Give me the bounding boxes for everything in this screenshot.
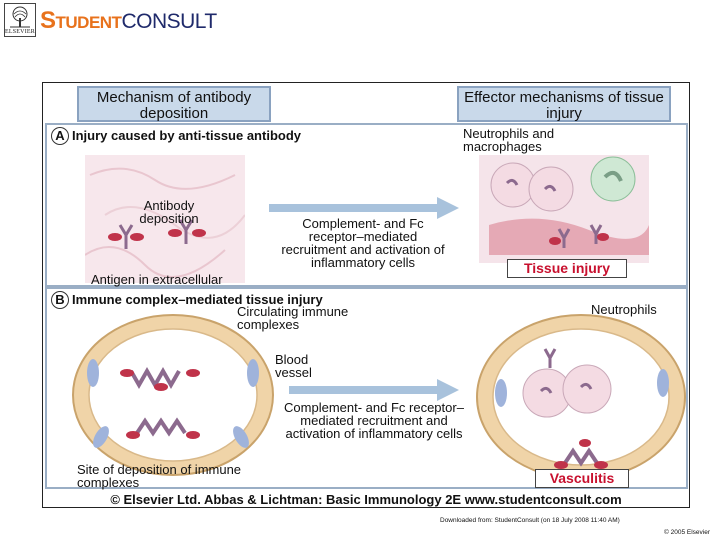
panel-b-title: Immune complex–mediated tissue injury — [72, 292, 323, 307]
download-notice: Downloaded from: StudentConsult (on 18 J… — [440, 517, 620, 524]
left-column-header: Mechanism of antibody deposition — [77, 86, 271, 122]
antibody-deposition-label: Antibody deposition — [139, 198, 199, 226]
arrow-b — [289, 379, 459, 401]
figure-caption: © Elsevier Ltd. Abbas & Lichtman: Basic … — [110, 492, 622, 507]
figure-frame: Mechanism of antibody deposition Effecto… — [42, 82, 690, 508]
panel-a-marker: A — [51, 127, 69, 145]
brand-consult: CONSULT — [121, 10, 217, 33]
tree-icon — [10, 6, 30, 28]
circulating-complexes-label: Circulating immune complexes — [237, 304, 349, 332]
copyright-notice: © 2005 Elsevier — [664, 529, 710, 536]
tissue-injury-outcome: Tissue injury — [507, 259, 627, 278]
deposited-immune-complexes — [126, 417, 200, 439]
right-column-header: Effector mechanisms of tissue injury — [457, 86, 671, 122]
student-consult-brand: StudentCONSULT — [40, 8, 217, 35]
tissue-fibers-left — [84, 167, 246, 278]
antibody-complex-2 — [168, 219, 206, 244]
panel-b-arrow-label: Complement- and Fc receptor–mediated rec… — [284, 400, 464, 441]
tissue-matrix-left — [84, 155, 246, 283]
deposition-site-label: Site of deposition of immune complexes — [77, 462, 242, 490]
effector-cells-a — [489, 156, 649, 255]
tissue-injury-tile — [479, 155, 649, 263]
vasculitis-outcome: Vasculitis — [535, 469, 629, 488]
panel-a-title: Injury caused by anti-tissue antibody — [72, 128, 301, 143]
neutrophils-label: Neutrophils — [591, 302, 657, 317]
panel-a-arrow-label: Complement- and Fc receptor–mediated rec… — [281, 216, 445, 270]
circulating-immune-complexes — [120, 366, 200, 391]
blood-vessel-right — [476, 314, 686, 480]
elsevier-logo-text: ELSEVIER — [5, 29, 35, 35]
neutrophils-macrophages-label: Neutrophils and macrophages — [463, 126, 555, 154]
blood-vessel-label: Blood vessel — [275, 352, 312, 380]
elsevier-logo: ELSEVIER — [4, 3, 36, 37]
blood-vessel-left — [72, 314, 274, 476]
antibody-complex-1 — [108, 224, 144, 249]
arrow-a — [269, 197, 459, 219]
brand-student: Student — [40, 7, 122, 34]
panel-b-marker: B — [51, 291, 69, 309]
